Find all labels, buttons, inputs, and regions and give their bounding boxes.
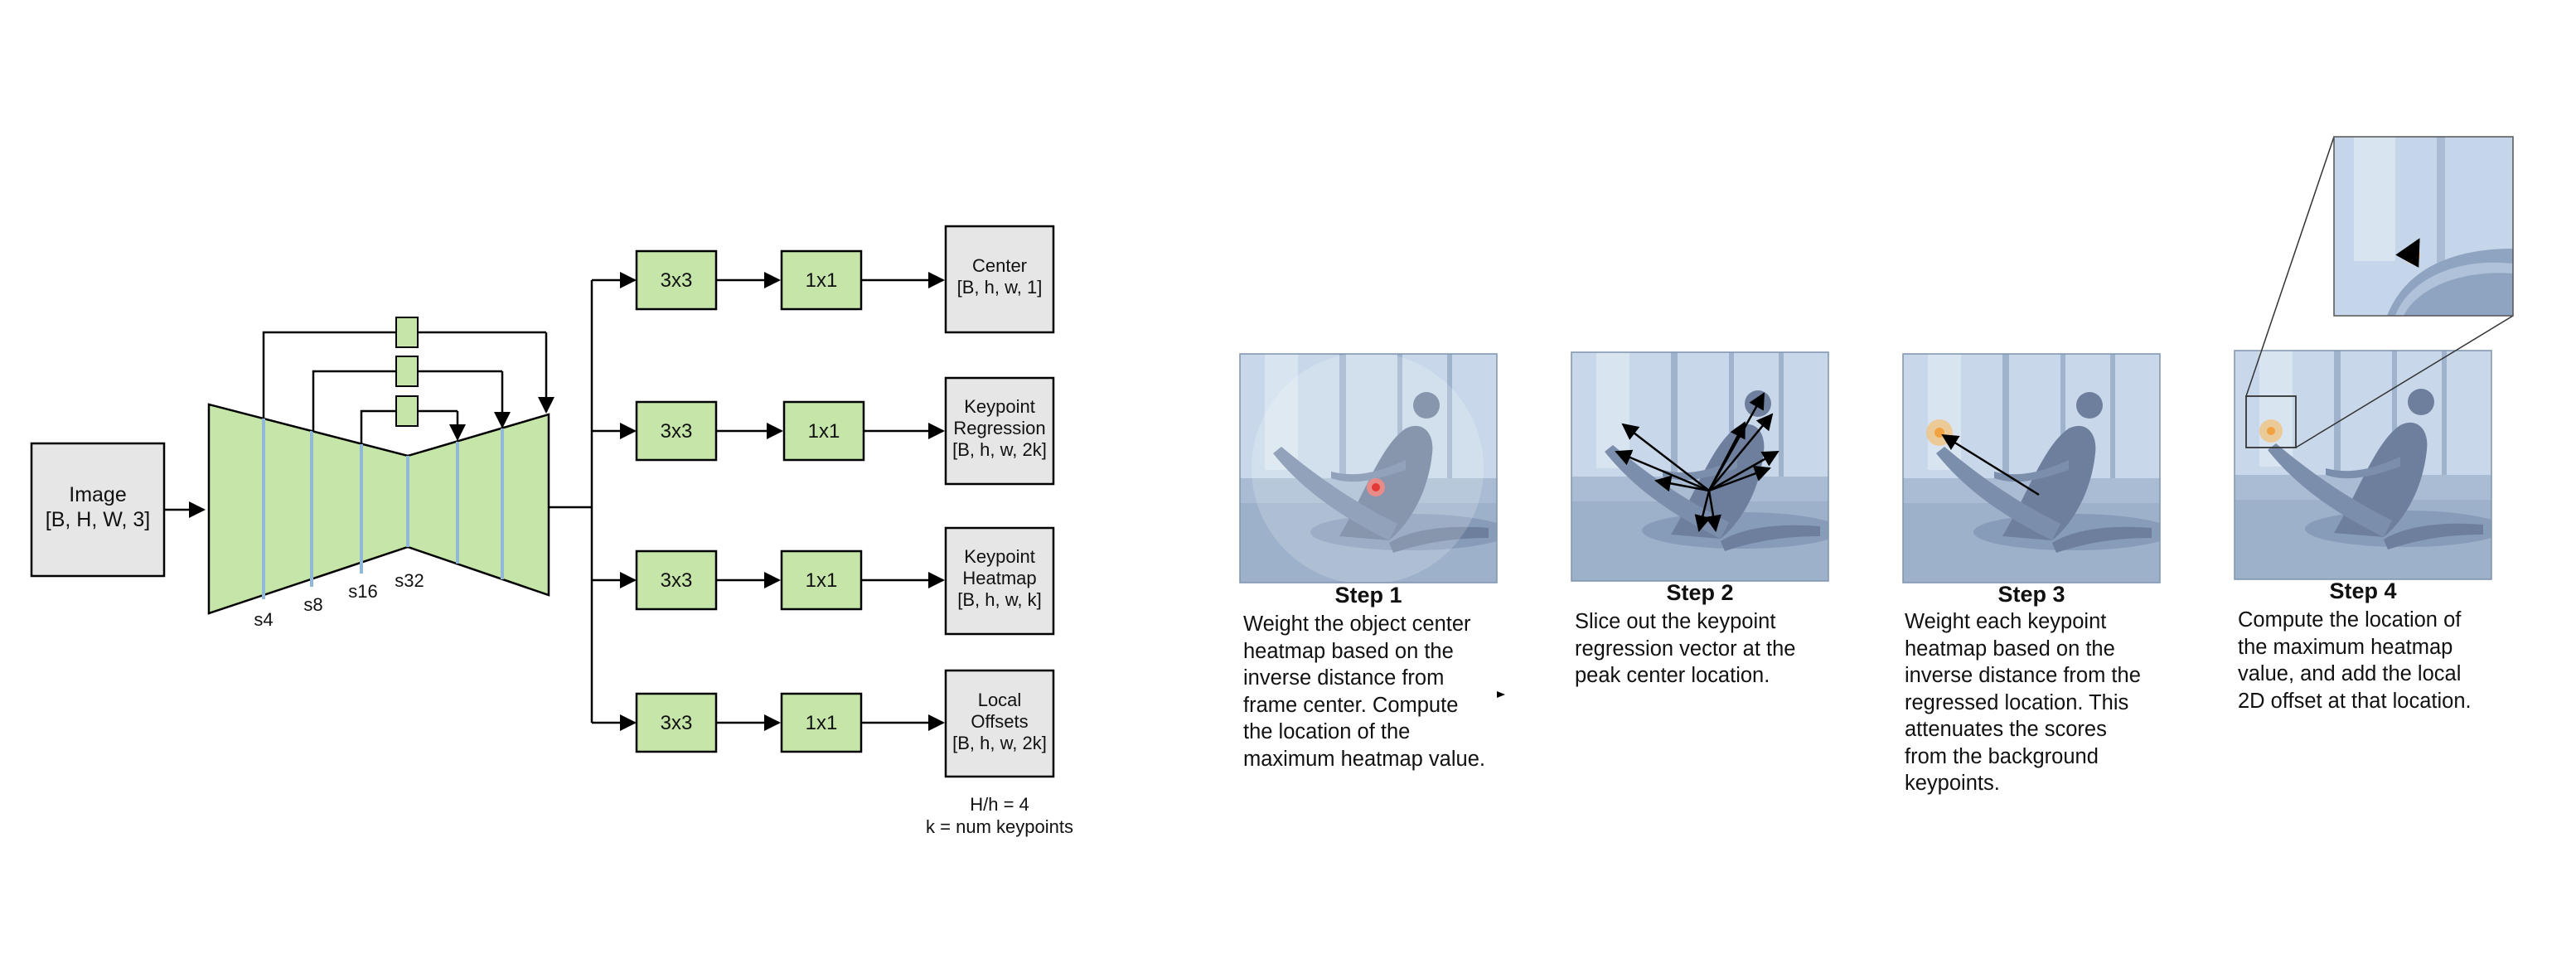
step1-text: Weight the object center heatmap based o… [1243,611,1508,772]
step4-title: Step 4 [2329,578,2397,603]
head-title-2: Heatmap [962,568,1036,588]
step1-line: heatmap based on the [1243,639,1454,663]
conv3x3-block [635,549,718,611]
conv1x1-label: 1x1 [806,569,838,592]
conv3x3-label: 3x3 [661,569,693,592]
step3-line: attenuates the scores [1905,718,2107,741]
head-shape: [B, h, w, 2k] [952,439,1047,460]
step4-text: Compute the location of the maximum heat… [2238,607,2503,714]
head-title: Keypoint [964,396,1035,417]
step2-line: Slice out the keypoint [1575,610,1776,633]
zoom-connector [2295,315,2514,448]
zoom-region-marker [2245,395,2297,448]
backbone-layer-lines [262,419,504,599]
step4-line: 2D offset at that location. [2238,689,2472,713]
small-arrow-mark [1497,691,1505,698]
step2-line: regression vector at the [1575,637,1796,661]
conv1x1-block [780,692,863,753]
step2-text: Slice out the keypoint regression vector… [1575,608,1840,690]
head-title-2: Regression [953,418,1045,438]
head-branch-lines [549,272,637,731]
note-num-keypoints: k = num keypoints [926,816,1073,837]
input-title: Image [69,483,126,506]
head-shape: [B, h, w, k] [957,589,1041,610]
step1-title: Step 1 [1334,583,1402,608]
step3-line: Weight each keypoint [1905,610,2107,633]
skip-connections [262,331,554,444]
backbone-hourglass [207,403,550,615]
conv1x1-label: 1x1 [808,420,840,443]
step3-image [1903,354,2160,583]
head-center: 3x3 1x1 Center [B, h, w, 1] [635,225,1055,334]
conv3x3-block [635,249,718,311]
step1-line: frame center. Compute [1243,693,1459,717]
step1-line: inverse distance from [1243,666,1445,690]
skip-conv-block [395,356,419,387]
head-keypoint-regression: 3x3 1x1 Keypoint Regression [B, h, w, 2k… [635,376,1055,486]
step3-line: keypoints. [1905,772,2000,795]
output-box-keypoint-regression [944,376,1055,486]
head-shape: [B, h, w, 1] [957,277,1043,298]
step3-line: heatmap based on the [1905,637,2115,661]
head-title: Local [978,690,1022,710]
zoom-inset [2334,137,2513,316]
stride-label-s16: s16 [348,581,377,602]
head-local-offsets: 3x3 1x1 Local Offsets [B, h, w, 2k] [635,669,1055,778]
output-box-keypoint-heatmap [944,526,1055,636]
conv1x1-block [780,549,863,611]
conv3x3-label: 3x3 [661,420,693,443]
conv1x1-label: 1x1 [806,712,838,734]
input-shape: [B, H, W, 3] [46,508,150,531]
step2-line: peak center location. [1575,664,1770,687]
note-stride: H/h = 4 [970,794,1029,815]
output-box-local-offsets [944,669,1055,778]
regressed-vector [1941,433,2040,496]
conv1x1-label: 1x1 [806,269,838,292]
stride-label-s8: s8 [303,594,322,615]
head-title: Center [972,255,1027,276]
step1-line: maximum heatmap value. [1243,747,1485,771]
head-keypoint-heatmap: 3x3 1x1 Keypoint Heatmap [B, h, w, k] [635,526,1055,636]
step1-line: Weight the object center [1243,612,1471,636]
step3-line: inverse distance from the [1905,664,2141,687]
step1-line: the location of the [1243,720,1411,743]
regression-vectors [1615,392,1779,532]
conv1x1-block [782,400,865,462]
step2-image [1571,352,1828,581]
conv3x3-label: 3x3 [661,269,693,292]
step4-image [2235,351,2491,579]
step3-title: Step 3 [1997,582,2065,607]
stride-label-s32: s32 [395,570,424,591]
zoom-connector [2245,136,2335,397]
step3-line: regressed location. This [1905,690,2129,714]
head-title-2: Offsets [971,711,1028,732]
skip-conv-block [395,395,419,427]
stride-label-s4: s4 [254,609,273,630]
step1-image [1240,354,1497,583]
step4-line: value, and add the local [2238,662,2462,685]
input-image-block [30,442,166,578]
step4-line: the maximum heatmap [2238,635,2453,659]
output-box-center [944,225,1055,334]
conv3x3-label: 3x3 [661,712,693,734]
skip-conv-block [395,317,419,348]
head-title: Keypoint [964,546,1035,567]
step3-text: Weight each keypoint heatmap based on th… [1905,608,2170,797]
step4-line: Compute the location of [2238,608,2462,632]
step3-line: from the background [1905,744,2099,768]
head-shape: [B, h, w, 2k] [952,733,1047,753]
step2-title: Step 2 [1666,580,1734,605]
conv1x1-block [780,249,863,311]
conv3x3-block [635,692,718,753]
